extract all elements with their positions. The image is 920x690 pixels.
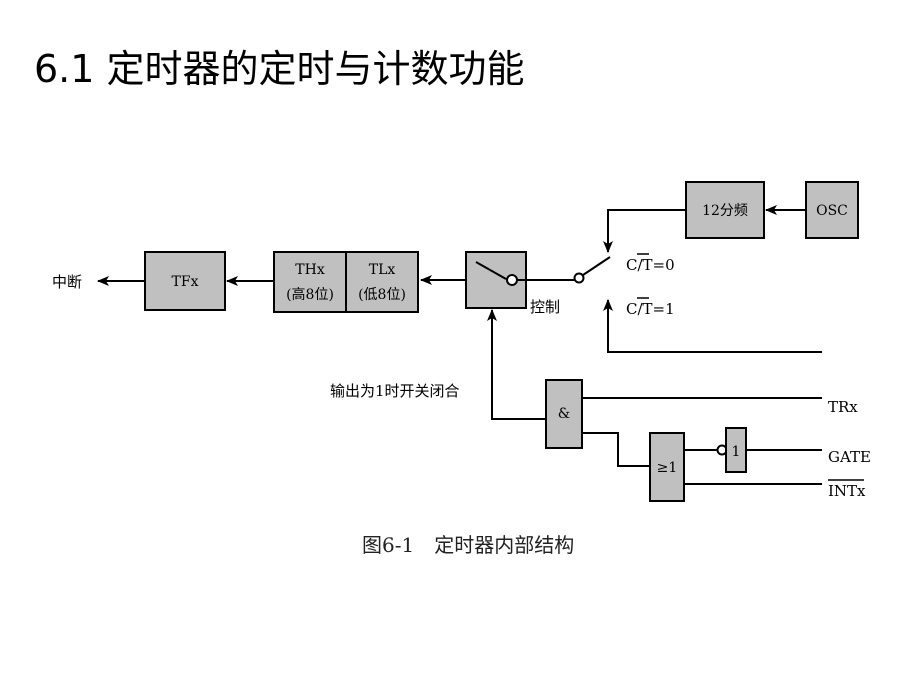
- not-gate-symbol: 1: [732, 444, 741, 460]
- figure-caption: 图6-1 定时器内部结构: [362, 533, 574, 557]
- gate-label: GATE: [828, 448, 871, 466]
- or-gate-symbol: ≥1: [657, 460, 678, 476]
- osc-block: OSC: [805, 181, 859, 239]
- ct-selector-switch: [573, 256, 611, 284]
- or-gate: ≥1: [649, 432, 685, 502]
- counter-register-block: THx (高8位) TLx (低8位): [273, 251, 419, 313]
- divider-label: 12分频: [702, 203, 748, 219]
- osc-label: OSC: [816, 203, 848, 219]
- ct0-label: C/T=0: [626, 256, 675, 274]
- thx-sub-label: (高8位): [286, 286, 334, 303]
- intx-label: INTx: [828, 482, 866, 500]
- and-to-switch-control-arrow: [487, 309, 546, 420]
- tlx-label: TLx: [369, 262, 396, 278]
- thx-label: THx: [295, 262, 325, 278]
- tx-to-switch-arrow: [603, 299, 822, 353]
- slide-title: 6.1 定时器的定时与计数功能: [34, 47, 525, 91]
- ct1-label: C/T=1: [626, 300, 675, 318]
- and-gate-symbol: &: [558, 406, 570, 422]
- divider-block: 12分频: [685, 181, 765, 239]
- tfx-block: TFx: [144, 251, 226, 311]
- control-switch-block: [465, 251, 527, 309]
- divider-to-switch-arrow: [603, 209, 686, 253]
- not-gate: 1: [725, 427, 747, 473]
- control-label: 控制: [530, 298, 560, 316]
- tlx-sub-label: (低8位): [358, 287, 406, 303]
- switch-note-label: 输出为1时开关闭合: [330, 382, 460, 400]
- tfx-label: TFx: [172, 274, 199, 290]
- and-gate: &: [545, 379, 583, 449]
- trx-label: TRx: [828, 398, 858, 416]
- interrupt-label: 中断: [52, 273, 82, 291]
- or-to-and-wire: [582, 432, 650, 467]
